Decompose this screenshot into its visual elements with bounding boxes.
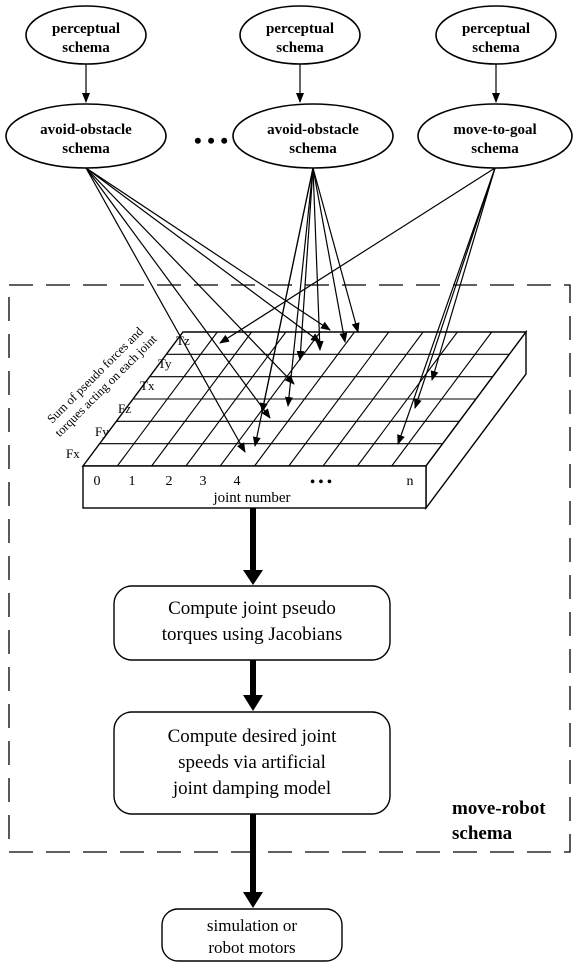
avoid-obstacle-schema-1: avoid-obstacle schema	[5, 103, 167, 169]
schema-grid-arrow	[219, 167, 496, 344]
schema-to-grid-arrows	[85, 167, 496, 453]
thick-arrow-2-head	[243, 695, 263, 711]
perceptual-schema-1-line2: schema	[62, 40, 110, 56]
step2-line2: speeds via artificial	[178, 752, 326, 773]
schema-grid-arrow	[85, 167, 271, 419]
perceptual-schema-1-line1: perceptual	[52, 21, 120, 37]
joint-number-3: 3	[200, 474, 207, 489]
schema-grid-arrow	[85, 167, 295, 385]
move-to-goal-line1: move-to-goal	[453, 122, 536, 138]
move-to-goal-schema: move-to-goal schema	[417, 103, 573, 169]
step1-line1: Compute joint pseudo	[168, 598, 336, 619]
output-line1: simulation or	[207, 916, 298, 935]
joint-number-1: 1	[129, 474, 136, 489]
row-label-fx: Fx	[66, 446, 80, 461]
schema-grid-arrow	[397, 167, 496, 445]
thick-arrow-3-head	[243, 892, 263, 908]
schema-grid-arrow	[430, 167, 496, 381]
schema-grid-arrow	[296, 167, 314, 361]
schema-grid-arrow	[284, 167, 314, 407]
output-box: simulation or robot motors	[161, 908, 343, 962]
perceptual-schema-2-line1: perceptual	[266, 21, 334, 37]
move-robot-container	[8, 284, 571, 853]
perceptual-schema-1: perceptual schema	[25, 5, 147, 65]
avoid-obstacle-schema-2: avoid-obstacle schema	[232, 103, 394, 169]
schema-grid-arrow	[312, 167, 324, 351]
step1-line2: torques using Jacobians	[162, 624, 342, 645]
schema-grid-arrow	[259, 167, 314, 413]
move-to-goal-line2: schema	[471, 141, 519, 157]
step2-line1: Compute desired joint	[168, 726, 338, 747]
schema-grid-arrow	[414, 167, 496, 409]
avoid-obstacle-2-line2: schema	[289, 141, 337, 157]
joint-number-4: 4	[234, 474, 241, 489]
schema-grid-arrow	[85, 167, 321, 343]
move-robot-label-line1: move-robot	[452, 798, 546, 819]
grid-lines	[99, 331, 510, 467]
perceptual-schema-3: perceptual schema	[435, 5, 557, 65]
avoid-obstacle-1-line2: schema	[62, 141, 110, 157]
joint-force-grid	[81, 329, 528, 511]
schema-grid-arrow	[312, 167, 360, 333]
schema-grid-arrow	[312, 167, 348, 343]
move-robot-label-line2: schema	[452, 823, 513, 844]
joint-axis-label: joint number	[212, 490, 290, 506]
row-label-fy: Fy	[95, 424, 109, 439]
schema-ellipsis: • • •	[194, 128, 228, 153]
joint-number-ellipsis: • • •	[310, 475, 332, 490]
perceptual-schema-2-line2: schema	[276, 40, 324, 56]
thick-arrow-1-head	[243, 570, 263, 585]
joint-number-2: 2	[166, 474, 173, 489]
schema-grid-arrow	[85, 167, 246, 453]
perceptual-schema-3-line2: schema	[472, 40, 520, 56]
avoid-obstacle-1-line1: avoid-obstacle	[40, 122, 132, 138]
row-label-fz: Fz	[118, 401, 131, 416]
joint-number-n: n	[407, 474, 414, 489]
joint-numbers: 0 1 2 3 4 • • • n joint number	[94, 474, 414, 506]
row-label-tx: Tx	[140, 378, 155, 393]
joint-number-0: 0	[94, 474, 101, 489]
schema-grid-arrow	[85, 167, 331, 331]
step2-line3: joint damping model	[172, 778, 331, 799]
perceptual-schema-2: perceptual schema	[239, 5, 361, 65]
move-robot-label: move-robot schema	[452, 798, 546, 844]
row-label-ty: Ty	[158, 356, 172, 371]
avoid-obstacle-2-line1: avoid-obstacle	[267, 122, 359, 138]
output-line2: robot motors	[208, 938, 295, 957]
perceptual-schema-3-line1: perceptual	[462, 21, 530, 37]
compute-joint-speeds-box: Compute desired joint speeds via artific…	[113, 711, 391, 815]
compute-pseudo-torques-box: Compute joint pseudo torques using Jacob…	[113, 585, 391, 661]
